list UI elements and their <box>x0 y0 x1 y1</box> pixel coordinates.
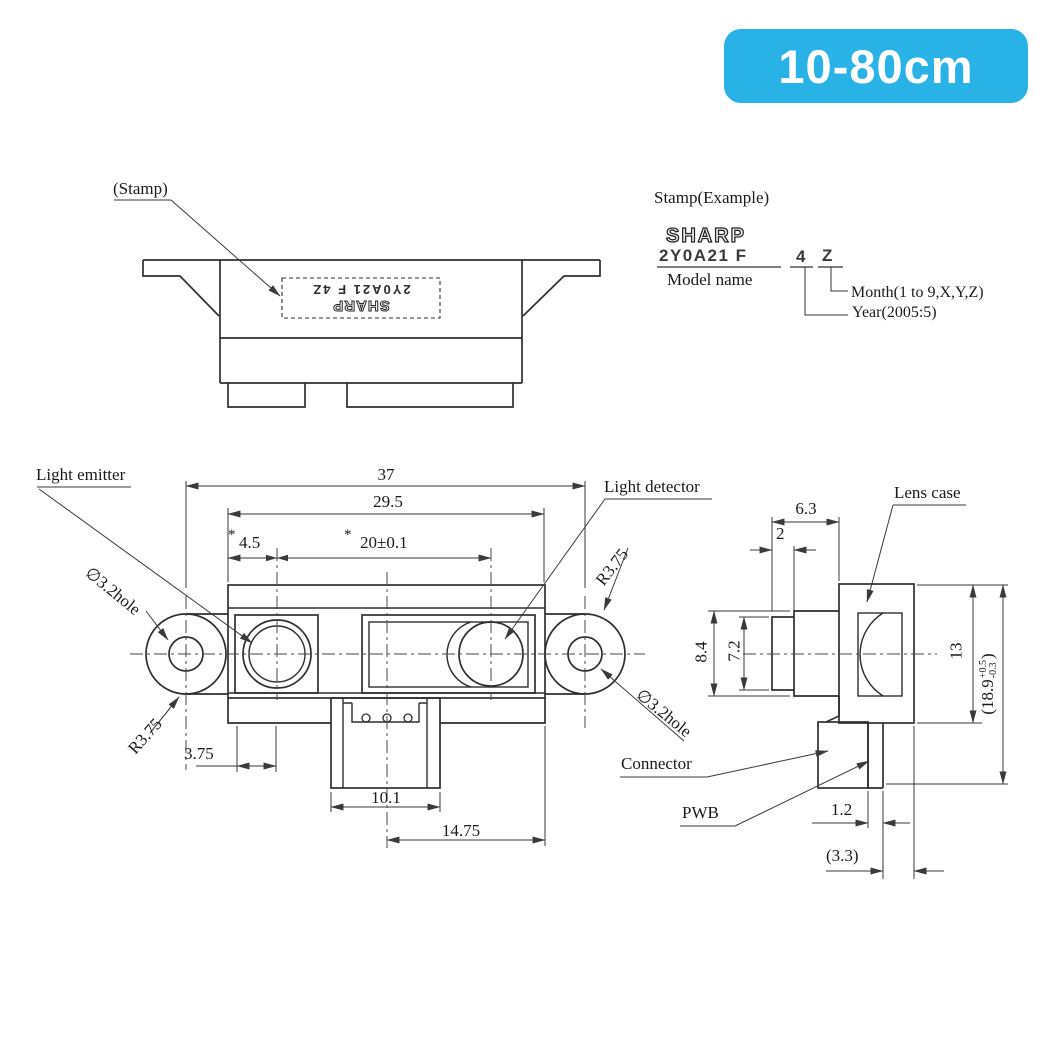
pwb-label: PWB <box>682 803 719 822</box>
light-emitter-label: Light emitter <box>36 465 126 484</box>
month-legend-label: Month(1 to 9,X,Y,Z) <box>851 284 984 301</box>
light-detector-label: Light detector <box>604 477 700 496</box>
dim-29-5: 29.5 <box>373 492 403 511</box>
dim-7-2: 7.2 <box>724 640 744 662</box>
side-view <box>771 583 915 789</box>
dim-2: 2 <box>776 524 785 543</box>
front-view <box>145 584 626 789</box>
stamp-text-upside-down: SHARP 2Y0A21 F 4Z <box>282 278 440 318</box>
dim-10-1: 10.1 <box>371 788 401 807</box>
model-code: 2Y0A21 F <box>659 246 748 265</box>
range-badge-label: 10-80cm <box>778 39 974 93</box>
year-legend-label: Year(2005:5) <box>852 304 937 321</box>
dim-4-5-asterisk: * <box>228 527 236 543</box>
dim-20: 20±0.1 <box>360 533 408 552</box>
year-code: 4 <box>796 247 807 266</box>
dim-6-3: 6.3 <box>795 499 817 518</box>
dim-18-9-minus: -0.3 <box>988 662 1000 679</box>
connector-label: Connector <box>621 754 692 773</box>
stamp-example-title: Stamp(Example) <box>654 188 770 207</box>
dim-14-75: 14.75 <box>441 821 481 840</box>
dim-4-5: 4.5 <box>239 533 261 552</box>
dim-3-3: (3.3) <box>826 846 859 865</box>
top-view <box>142 259 601 408</box>
month-code: Z <box>822 246 834 265</box>
model-name-label: Model name <box>667 270 753 289</box>
dim-18-9-open: (18.9 <box>977 679 997 715</box>
stamp-model-code: 2Y0A21 F 4Z <box>311 282 411 297</box>
dim-13: 13 <box>946 642 966 660</box>
dim-1-2: 1.2 <box>831 800 853 819</box>
range-badge: 10-80cm <box>724 29 1028 103</box>
dim-20-asterisk: * <box>344 527 352 543</box>
dim-18-9: (18.9+0.5-0.3) <box>977 653 1000 715</box>
stamp-sharp-logo: SHARP <box>332 297 391 315</box>
stamp-example-lines <box>657 266 848 316</box>
dim-18-9-close: ) <box>977 653 997 660</box>
sharp-logo: SHARP <box>665 225 747 247</box>
stamp-callout-label: (Stamp) <box>113 179 168 198</box>
lens-case-label: Lens case <box>894 483 961 502</box>
dim-3-75: 3.75 <box>184 744 214 763</box>
dim-37: 37 <box>377 465 395 484</box>
dim-8-4: 8.4 <box>691 641 711 663</box>
